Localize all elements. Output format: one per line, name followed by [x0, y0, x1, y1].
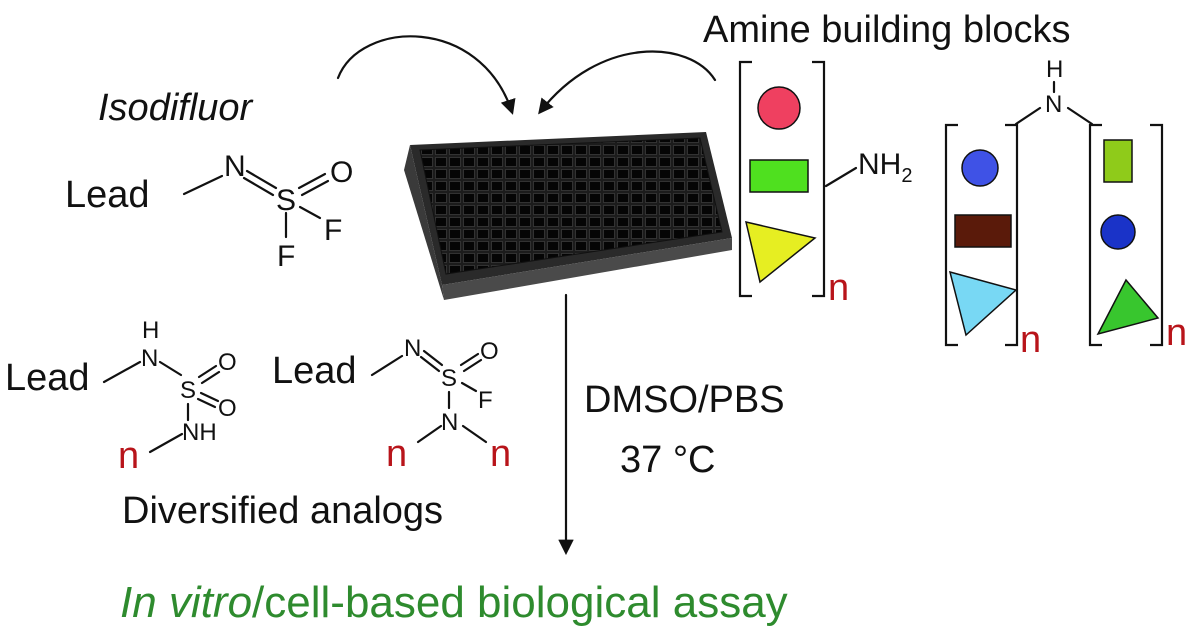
amine-building-blocks-label: Amine building blocks: [703, 9, 1071, 51]
lead-label-analog2: Lead: [272, 350, 357, 392]
olive-rect-shape: [1104, 140, 1132, 182]
isodifluor-structure: Lead N S O F F: [65, 150, 353, 273]
nh2-label: NH2: [858, 148, 912, 187]
primary-amine-block: NH2 n: [740, 62, 912, 309]
secondary-amine-block-left: n: [946, 125, 1041, 361]
curved-arrow-icon: [540, 52, 715, 112]
atom-nh-analog1: NH: [182, 419, 217, 446]
sulfamide-analog-structure: Lead H N S O O NH n: [5, 317, 237, 477]
red-circle-shape: [758, 87, 800, 129]
atom-o-analog2: O: [480, 338, 499, 365]
atom-n-top: N: [224, 150, 246, 183]
yellow-triangle-shape: [746, 222, 815, 282]
n-right-analog2: n: [490, 433, 511, 475]
atom-f-bottom-top: F: [277, 240, 295, 273]
atom-f-right-top: F: [324, 214, 342, 247]
atom-f-analog2: F: [478, 387, 493, 414]
atom-o2-analog1: O: [218, 395, 237, 422]
green-rect-shape: [750, 160, 808, 192]
n-left-analog2: n: [386, 433, 407, 475]
atom-o-top: O: [330, 156, 353, 189]
atom-n-secondary: N: [1045, 91, 1062, 118]
n-label-block1: n: [828, 267, 849, 309]
n-label-block2: n: [1020, 319, 1041, 361]
secondary-amine-nh: H N: [1016, 56, 1092, 124]
blue-circle-shape: [962, 150, 998, 186]
conditions-solvent: DMSO/PBS: [584, 379, 785, 421]
lead-label-analog1: Lead: [5, 357, 90, 399]
brown-rect-shape: [955, 215, 1011, 247]
green-triangle-shape: [1098, 280, 1158, 334]
sulfonimidamide-analog-structure: Lead N S O F N n n: [272, 335, 511, 475]
n-label-block3: n: [1166, 312, 1187, 354]
dark-blue-circle-shape: [1101, 215, 1135, 249]
atom-s-analog1: S: [180, 377, 196, 404]
atom-n2-analog2: N: [441, 409, 458, 436]
atom-n-analog1: N: [141, 345, 158, 372]
atom-s-analog2: S: [441, 365, 457, 392]
atom-h-secondary: H: [1046, 56, 1063, 83]
secondary-amine-block-right: n: [1090, 125, 1187, 354]
cyan-triangle-shape: [950, 272, 1016, 335]
atom-o1-analog1: O: [218, 349, 237, 376]
atom-n-analog2: N: [404, 335, 421, 362]
diversified-analogs-label: Diversified analogs: [122, 490, 443, 532]
well-plate-icon: [404, 132, 732, 300]
atom-h-analog1: H: [142, 317, 159, 344]
n-label-analog1: n: [118, 435, 139, 477]
curved-arrow-icon: [338, 36, 512, 112]
assay-label: In vitro/cell-based biological assay: [120, 578, 788, 627]
isodifluor-label: Isodifluor: [98, 87, 254, 129]
conditions-temperature: 37 °C: [620, 439, 715, 481]
lead-label-top: Lead: [65, 174, 150, 216]
